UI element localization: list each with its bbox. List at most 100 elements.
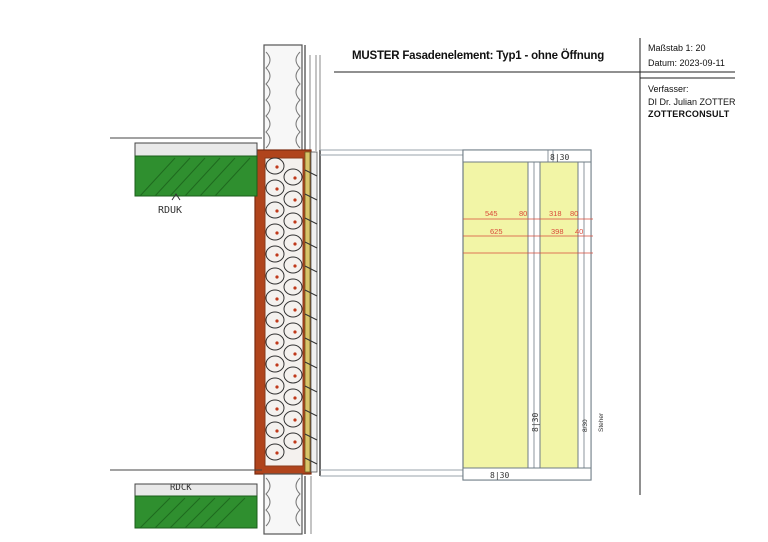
side-post-size: 8/30 [582, 419, 589, 432]
section-label-bottom: RDCK [170, 483, 192, 493]
side-post-label: Steher [598, 412, 605, 432]
firm-name: ZOTTERCONSULT [648, 109, 730, 119]
insulation-dot [275, 165, 279, 169]
insulation-blob [283, 388, 303, 406]
insulation-blob [265, 179, 285, 197]
batten-mark [304, 457, 318, 465]
insulation-blob [265, 245, 285, 263]
insulation-blob [265, 377, 285, 395]
insulation-dot [293, 352, 297, 356]
post-label-bottom: 8|30 [490, 471, 509, 480]
insulation-dot [275, 253, 279, 257]
section-marker-arrow [171, 193, 181, 201]
insulation-dot [275, 363, 279, 367]
insulation-dot [275, 407, 279, 411]
insulation-blob [265, 421, 285, 439]
insulation-dot [275, 341, 279, 345]
insulation-dot [275, 385, 279, 389]
insulation-blob [265, 311, 285, 329]
batten-mark [304, 193, 318, 201]
batten-marks [304, 169, 318, 465]
insulation-dot [293, 198, 297, 202]
insulation-dot [293, 308, 297, 312]
dim-80-a: 80 [519, 209, 527, 218]
post-label-mid: 8|30 [531, 413, 540, 432]
insulation-blob [283, 256, 303, 274]
dim-625: 625 [490, 227, 503, 236]
insulation-dot [293, 242, 297, 246]
insulation-dot [293, 220, 297, 224]
title-block-frame [334, 38, 735, 495]
insulation-dot [275, 429, 279, 433]
insulation-dot [275, 451, 279, 455]
insulation-blob [265, 201, 285, 219]
insulation-dot [293, 440, 297, 444]
insulation-blob [283, 278, 303, 296]
insulation-blob [283, 322, 303, 340]
insulation-blob [283, 212, 303, 230]
insulation-dot [293, 330, 297, 334]
insulation-blob [283, 344, 303, 362]
insulation-dot [275, 209, 279, 213]
dim-80-b: 80 [570, 209, 578, 218]
dimension-row-2: 625 398 40 [490, 227, 583, 236]
insulation-blob [265, 399, 285, 417]
date-label: Datum: 2023-09-11 [648, 58, 725, 68]
batten-mark [304, 409, 318, 417]
insulation-dot [293, 286, 297, 290]
batten-mark [304, 169, 318, 177]
author-name: DI Dr. Julian ZOTTER [648, 97, 736, 107]
insulation-dot [293, 374, 297, 378]
post-label-top: 8|30 [550, 153, 569, 162]
insulation-dot [275, 275, 279, 279]
author-label: Verfasser: [648, 84, 689, 94]
insulation-dot [275, 187, 279, 191]
insulation-blob [283, 168, 303, 186]
floor-slab-top [110, 137, 262, 197]
insulation-dot [275, 319, 279, 323]
drawing-title: MUSTER Fasadenelement: Typ1 - ohne Öffnu… [352, 50, 605, 62]
batten-mark [304, 289, 318, 297]
wall-section [254, 44, 321, 535]
section-label-top: RDUK [158, 205, 182, 216]
insulation-dot [293, 396, 297, 400]
batten-mark [304, 337, 318, 345]
batten-mark [304, 265, 318, 273]
insulation-blob [265, 267, 285, 285]
dim-398: 398 [551, 227, 564, 236]
insulation-blob [283, 366, 303, 384]
batten-mark [304, 385, 318, 393]
insulation-dot [293, 176, 297, 180]
insulation-blob [265, 223, 285, 241]
insulation-dot [275, 297, 279, 301]
insulation-blob [283, 190, 303, 208]
insulation-blob [283, 410, 303, 428]
insulation-dot [293, 418, 297, 422]
dimension-lines [463, 218, 593, 254]
insulation-blob [265, 333, 285, 351]
insulation-pattern [265, 157, 303, 461]
scale-label: Maßstab 1: 20 [648, 43, 706, 53]
insulation-blob [265, 355, 285, 373]
batten-mark [304, 433, 318, 441]
floor-slab-bottom [110, 469, 262, 529]
facade-elevation [462, 149, 592, 481]
dimension-row-1: 545 80 318 80 [485, 209, 578, 218]
projection-lines [320, 149, 465, 477]
insulation-dot [275, 231, 279, 235]
batten-mark [304, 217, 318, 225]
batten-mark [304, 361, 318, 369]
dim-545: 545 [485, 209, 498, 218]
insulation-blob [283, 234, 303, 252]
insulation-blob [265, 443, 285, 461]
dim-318: 318 [549, 209, 562, 218]
insulation-dot [293, 264, 297, 268]
dim-40: 40 [575, 227, 583, 236]
batten-mark [304, 241, 318, 249]
insulation-blob [283, 300, 303, 318]
insulation-blob [283, 432, 303, 450]
insulation-blob [265, 289, 285, 307]
insulation-blob [265, 157, 285, 175]
batten-mark [304, 313, 318, 321]
